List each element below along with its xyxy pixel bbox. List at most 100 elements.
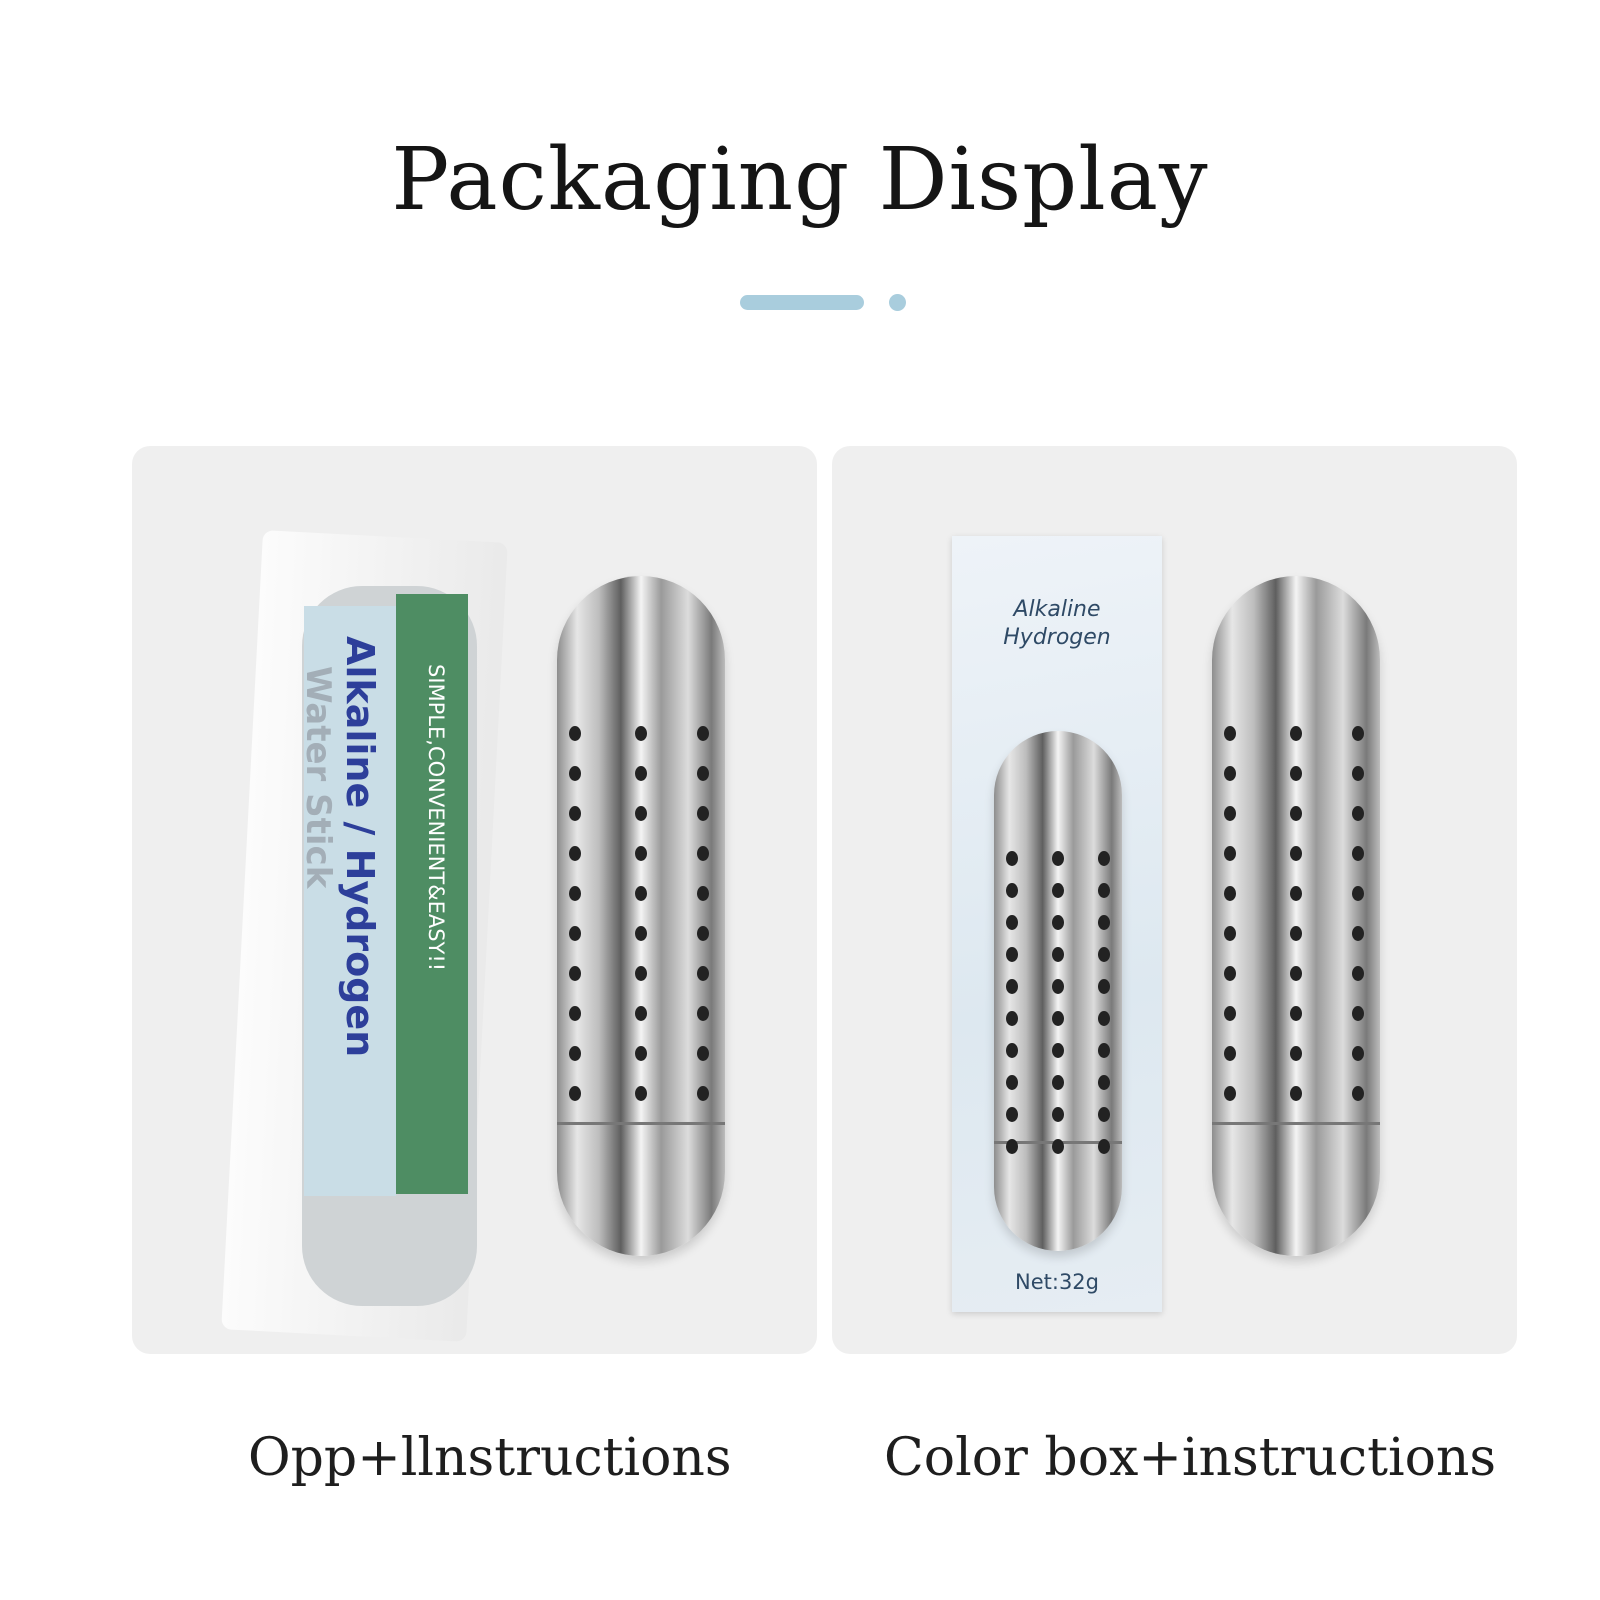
stick-hole (1290, 1086, 1302, 1101)
stick-hole (1224, 1046, 1236, 1061)
stick-hole (1098, 979, 1110, 994)
stick-hole (697, 1086, 709, 1101)
stick-hole (697, 726, 709, 741)
stick-hole (635, 966, 647, 981)
stick-hole (1224, 846, 1236, 861)
stick-hole (697, 1006, 709, 1021)
stick-hole (635, 766, 647, 781)
stick-hole (1352, 726, 1364, 741)
stick-hole (1052, 915, 1064, 930)
page-title: Packaging Display (391, 130, 1209, 230)
stick-hole (569, 726, 581, 741)
carousel-indicator-active (740, 295, 864, 310)
caption-opp: Opp+llnstructions (248, 1428, 732, 1488)
label-sub-text: Water Stick (298, 666, 338, 889)
stick-hole (1290, 1046, 1302, 1061)
stick-hole (1006, 883, 1018, 898)
box-title-line1: Alkaline (1013, 597, 1101, 622)
hydrogen-stick (1212, 576, 1380, 1256)
stick-hole (569, 846, 581, 861)
stick-hole (1006, 1043, 1018, 1058)
stick-hole (697, 766, 709, 781)
stick-hole (1290, 926, 1302, 941)
stick-hole (1290, 726, 1302, 741)
stick-hole (697, 886, 709, 901)
stick-hole (1098, 851, 1110, 866)
stick-hole (635, 1046, 647, 1061)
stick-hole (1098, 1075, 1110, 1090)
stick-hole (1352, 1006, 1364, 1021)
stick-hole (1052, 979, 1064, 994)
stick-hole (569, 806, 581, 821)
stick-hole (1006, 1011, 1018, 1026)
stick-hole (697, 926, 709, 941)
stick-hole (569, 966, 581, 981)
stick-hole (635, 926, 647, 941)
stick-hole (1006, 947, 1018, 962)
stick-hole (1290, 1006, 1302, 1021)
stick-hole (1352, 846, 1364, 861)
stick-hole (1290, 766, 1302, 781)
box-title-line2: Hydrogen (1003, 625, 1111, 650)
stick-hole (1352, 926, 1364, 941)
stick-hole (1352, 1046, 1364, 1061)
stick-hole (569, 926, 581, 941)
stick-hole (569, 886, 581, 901)
label-main-text: Alkaline / Hydrogen (338, 636, 382, 1058)
stick-hole (1052, 1043, 1064, 1058)
stick-hole (1098, 915, 1110, 930)
hydrogen-stick (557, 576, 725, 1256)
caption-color-box: Color box+instructions (884, 1428, 1497, 1488)
stick-hole (1098, 1107, 1110, 1122)
stick-hole (1052, 1011, 1064, 1026)
stick-hole (635, 806, 647, 821)
box-net-weight: Net:32g (1015, 1270, 1099, 1294)
stick-hole (1224, 806, 1236, 821)
stick-hole (1290, 966, 1302, 981)
stick-hole (1098, 1043, 1110, 1058)
stick-hole (1224, 926, 1236, 941)
stick-hole (1352, 966, 1364, 981)
stick-hole (1224, 966, 1236, 981)
stick-hole (635, 886, 647, 901)
stick-hole (569, 1006, 581, 1021)
boxed-stick (994, 731, 1122, 1251)
stick-hole (697, 966, 709, 981)
stick-hole (1006, 1075, 1018, 1090)
stick-hole (1006, 979, 1018, 994)
stick-hole (1224, 766, 1236, 781)
stick-hole (635, 1006, 647, 1021)
carousel-indicator-dot (889, 294, 906, 311)
stick-hole (1052, 883, 1064, 898)
stick-hole (1224, 726, 1236, 741)
stick-hole (1352, 886, 1364, 901)
stick-hole (1052, 1107, 1064, 1122)
stick-hole (697, 846, 709, 861)
stick-hole (1006, 851, 1018, 866)
stick-hole (1290, 846, 1302, 861)
opp-packaging-panel: Alkaline / Hydrogen Water Stick SIMPLE,C… (132, 446, 817, 1354)
stick-hole (569, 1046, 581, 1061)
stick-hole (1052, 947, 1064, 962)
stick-hole (1224, 886, 1236, 901)
stick-hole (1006, 1139, 1018, 1154)
stick-hole (1006, 915, 1018, 930)
stick-hole (1052, 851, 1064, 866)
stick-hole (1352, 1086, 1364, 1101)
label-slogan-text: SIMPLE,CONVENIENT&EASY!! (424, 664, 448, 972)
stick-hole (1352, 806, 1364, 821)
stick-hole (569, 766, 581, 781)
stick-hole (1098, 1139, 1110, 1154)
stick-hole (697, 1046, 709, 1061)
stick-hole (1224, 1086, 1236, 1101)
stick-hole (1052, 1139, 1064, 1154)
stick-hole (1290, 806, 1302, 821)
stick-hole (697, 806, 709, 821)
stick-hole (1224, 1006, 1236, 1021)
stick-label-blue: Alkaline / Hydrogen Water Stick (298, 606, 396, 1196)
stick-hole (1290, 886, 1302, 901)
stick-label-green: SIMPLE,CONVENIENT&EASY!! (396, 594, 468, 1194)
stick-hole (1098, 1011, 1110, 1026)
